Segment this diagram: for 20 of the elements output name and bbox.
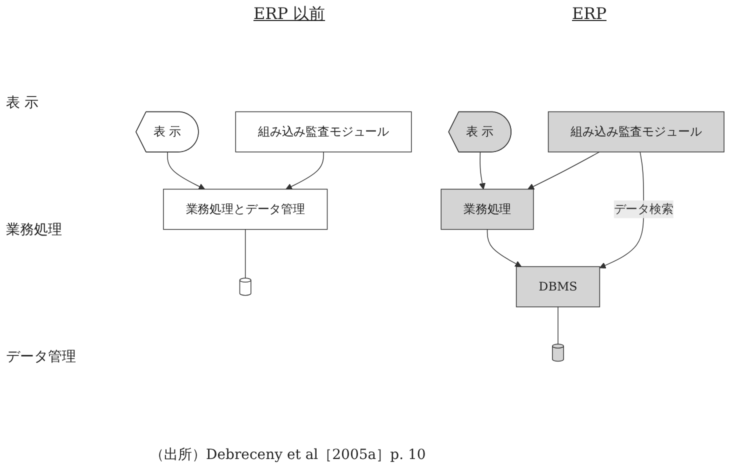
column-heading: ERP 以前	[253, 4, 326, 25]
edge-label: データ検索	[614, 202, 674, 216]
connector	[244, 229, 246, 279]
arrow	[486, 229, 522, 267]
node-box: 業務処理	[440, 188, 534, 230]
node-box: 組み込み監査モジュール	[235, 111, 412, 152]
arrow	[528, 152, 600, 190]
row-label: データ管理	[6, 348, 77, 366]
node-box: DBMS	[516, 266, 600, 308]
source-note: （出所）Debreceny et al［2005a］p. 10	[150, 446, 426, 464]
node-cylinder	[552, 344, 564, 362]
row-label: 業務処理	[6, 220, 63, 239]
node-box: 組み込み監査モジュール	[548, 111, 724, 152]
arrow	[167, 152, 206, 190]
column-heading: ERP	[572, 4, 606, 25]
row-label: 表 示	[6, 94, 40, 112]
arrow	[286, 152, 324, 190]
arrow	[479, 152, 486, 190]
node-cylinder	[239, 278, 252, 296]
node-box: 業務処理とデータ管理	[163, 188, 328, 230]
